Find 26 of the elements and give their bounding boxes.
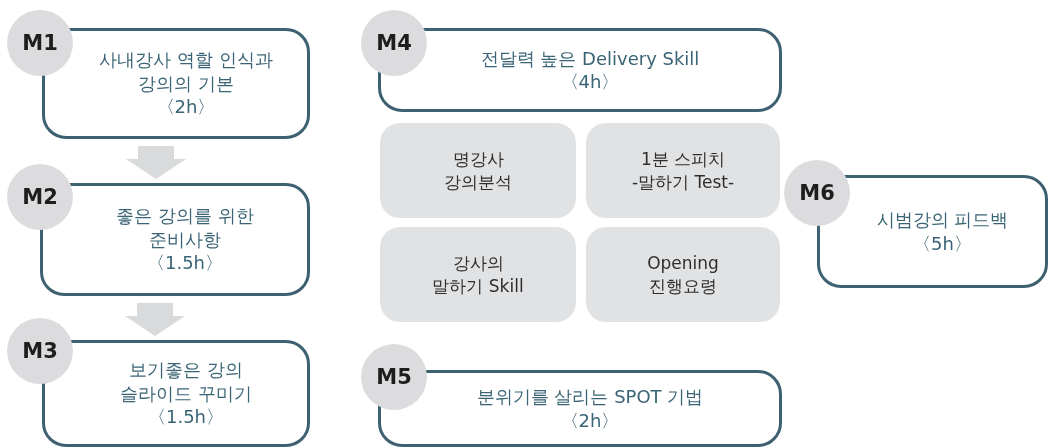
module-badge: M2 — [7, 164, 73, 230]
module-box — [378, 28, 782, 112]
module-badge: M1 — [7, 10, 73, 76]
module-badge: M4 — [361, 10, 427, 76]
arrow — [125, 303, 185, 336]
duration-label: 〈2h〉 — [560, 408, 620, 432]
duration-label: 〈1.5h〉 — [147, 405, 224, 429]
module-badge: M5 — [361, 344, 427, 410]
duration-label: 〈4h〉 — [560, 70, 620, 94]
module-box — [378, 370, 782, 447]
topic-cell: 강사의 말하기 Skill — [380, 227, 576, 322]
module-title: 보기좋은 강의 슬라이드 꾸미기 — [120, 358, 252, 406]
module-badge: M3 — [7, 318, 73, 384]
duration-label: 〈5h〉 — [913, 231, 972, 255]
duration-label: 〈1.5h〉 — [146, 251, 223, 275]
module-badge: M6 — [784, 160, 850, 226]
topic-cell: 1분 스피치 -말하기 Test- — [586, 123, 780, 218]
module-title: 시범강의 피드백 — [876, 208, 1009, 232]
module-title: 좋은 강의를 위한 준비사항 — [116, 204, 254, 252]
module-title: 사내강사 역할 인식과 강의의 기본 — [99, 48, 273, 96]
topic-cell: Opening 진행요령 — [586, 227, 780, 322]
arrow — [126, 146, 186, 179]
topic-cell: 명강사 강의분석 — [380, 123, 576, 218]
duration-label: 〈2h〉 — [156, 95, 216, 119]
module-title: 전달력 높은 Delivery Skill — [480, 46, 700, 70]
module-title: 분위기를 살리는 SPOT 기법 — [476, 385, 704, 409]
